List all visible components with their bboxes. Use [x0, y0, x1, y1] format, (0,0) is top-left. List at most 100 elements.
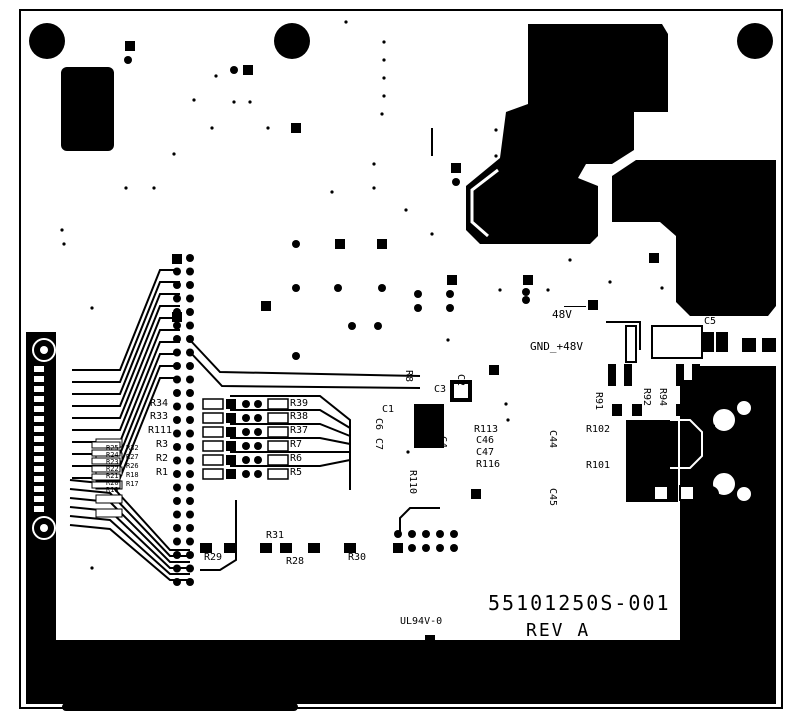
- edge-pin: [34, 366, 44, 372]
- via-tiny: [192, 98, 196, 102]
- header-pin: [422, 530, 430, 538]
- header-pin: [436, 530, 444, 538]
- via: [173, 564, 181, 573]
- via: [186, 510, 194, 519]
- via-column: [172, 254, 194, 586]
- resistor: [202, 468, 224, 480]
- header-pin-square: [393, 543, 403, 553]
- via: [186, 294, 194, 303]
- via: [522, 296, 530, 304]
- via-tiny: [506, 418, 510, 422]
- via-tiny: [344, 20, 348, 24]
- edge-pin: [34, 506, 44, 512]
- via-tiny: [152, 186, 156, 190]
- via: [173, 578, 181, 586]
- via-tiny: [404, 208, 408, 212]
- via-tiny: [90, 306, 94, 310]
- via-square: [377, 239, 387, 249]
- resistor-stack-label: R20: [106, 479, 119, 487]
- via: [230, 66, 238, 74]
- via-tiny: [608, 280, 612, 284]
- via: [242, 456, 250, 464]
- lower-header: [393, 530, 458, 553]
- label-c7: C7: [373, 438, 384, 450]
- edge-pin: [34, 416, 44, 422]
- via: [173, 537, 181, 546]
- label-r101: R101: [586, 460, 610, 471]
- via-tiny: [494, 128, 498, 132]
- side-number: 4: [766, 533, 773, 547]
- via-tiny: [382, 40, 386, 44]
- resistor-small: [91, 465, 121, 473]
- fanout-trace: [69, 479, 190, 551]
- via-square: [125, 41, 135, 51]
- via: [186, 483, 194, 492]
- header-pin: [422, 544, 430, 552]
- via: [173, 335, 181, 343]
- header-pin: [408, 530, 416, 538]
- via: [173, 348, 181, 357]
- header-pin: [408, 544, 416, 552]
- edge-pin: [34, 496, 44, 502]
- via-tiny: [90, 566, 94, 570]
- copper-pad-top-left: [61, 67, 114, 151]
- resistor: [267, 468, 289, 480]
- via: [254, 456, 262, 464]
- edge-pin-via: [58, 449, 66, 457]
- revision-label: REV A: [526, 620, 590, 641]
- via: [173, 470, 181, 478]
- via: [186, 254, 194, 262]
- via: [173, 456, 181, 465]
- mounting-hole-top-left: [29, 23, 65, 59]
- label-r1: R1: [156, 467, 168, 478]
- via-tiny: [382, 76, 386, 80]
- fanout-trace: [200, 500, 237, 571]
- right-components: [564, 300, 776, 503]
- via-tiny: [546, 288, 550, 292]
- resistor-pad: [308, 543, 320, 553]
- resistor-small: [91, 449, 121, 457]
- via: [292, 352, 300, 360]
- via: [186, 308, 194, 316]
- via-square: [447, 275, 457, 285]
- resistor: [202, 440, 224, 452]
- label-r2: R2: [156, 453, 168, 464]
- label-c1: C1: [382, 404, 394, 415]
- label-r34: R34: [150, 398, 168, 409]
- via-square: [649, 253, 659, 263]
- via: [348, 322, 356, 330]
- edge-pin-via: [58, 377, 66, 385]
- resistor: [202, 398, 224, 410]
- via: [186, 537, 194, 546]
- via-tiny: [330, 190, 334, 194]
- fanout-trace: [189, 339, 421, 377]
- mounting-hole-top-middle: [274, 23, 310, 59]
- via-tiny: [382, 58, 386, 62]
- fanout-trace: [230, 458, 351, 490]
- edge-pin: [34, 396, 44, 402]
- resistor-pad: [224, 543, 236, 553]
- resistor-stack-label: R24: [106, 451, 119, 459]
- resistor-pad: [344, 543, 356, 553]
- resistor-pad: [226, 427, 236, 437]
- connector-strip-right: [700, 366, 776, 382]
- via: [186, 402, 194, 411]
- resistor-stack-label: R22: [106, 465, 119, 473]
- resistor-small: [91, 481, 121, 489]
- via: [446, 290, 454, 298]
- via: [414, 290, 422, 298]
- fanout-traces: [69, 269, 421, 581]
- via: [173, 402, 181, 411]
- via: [173, 483, 181, 492]
- label-c5: C5: [704, 316, 716, 327]
- via: [186, 551, 194, 559]
- via: [186, 348, 194, 357]
- via: [186, 443, 194, 451]
- via-tiny: [494, 154, 498, 158]
- label-r30: R30: [348, 552, 366, 563]
- resistor-small: [95, 494, 123, 504]
- edge-pin: [34, 486, 44, 492]
